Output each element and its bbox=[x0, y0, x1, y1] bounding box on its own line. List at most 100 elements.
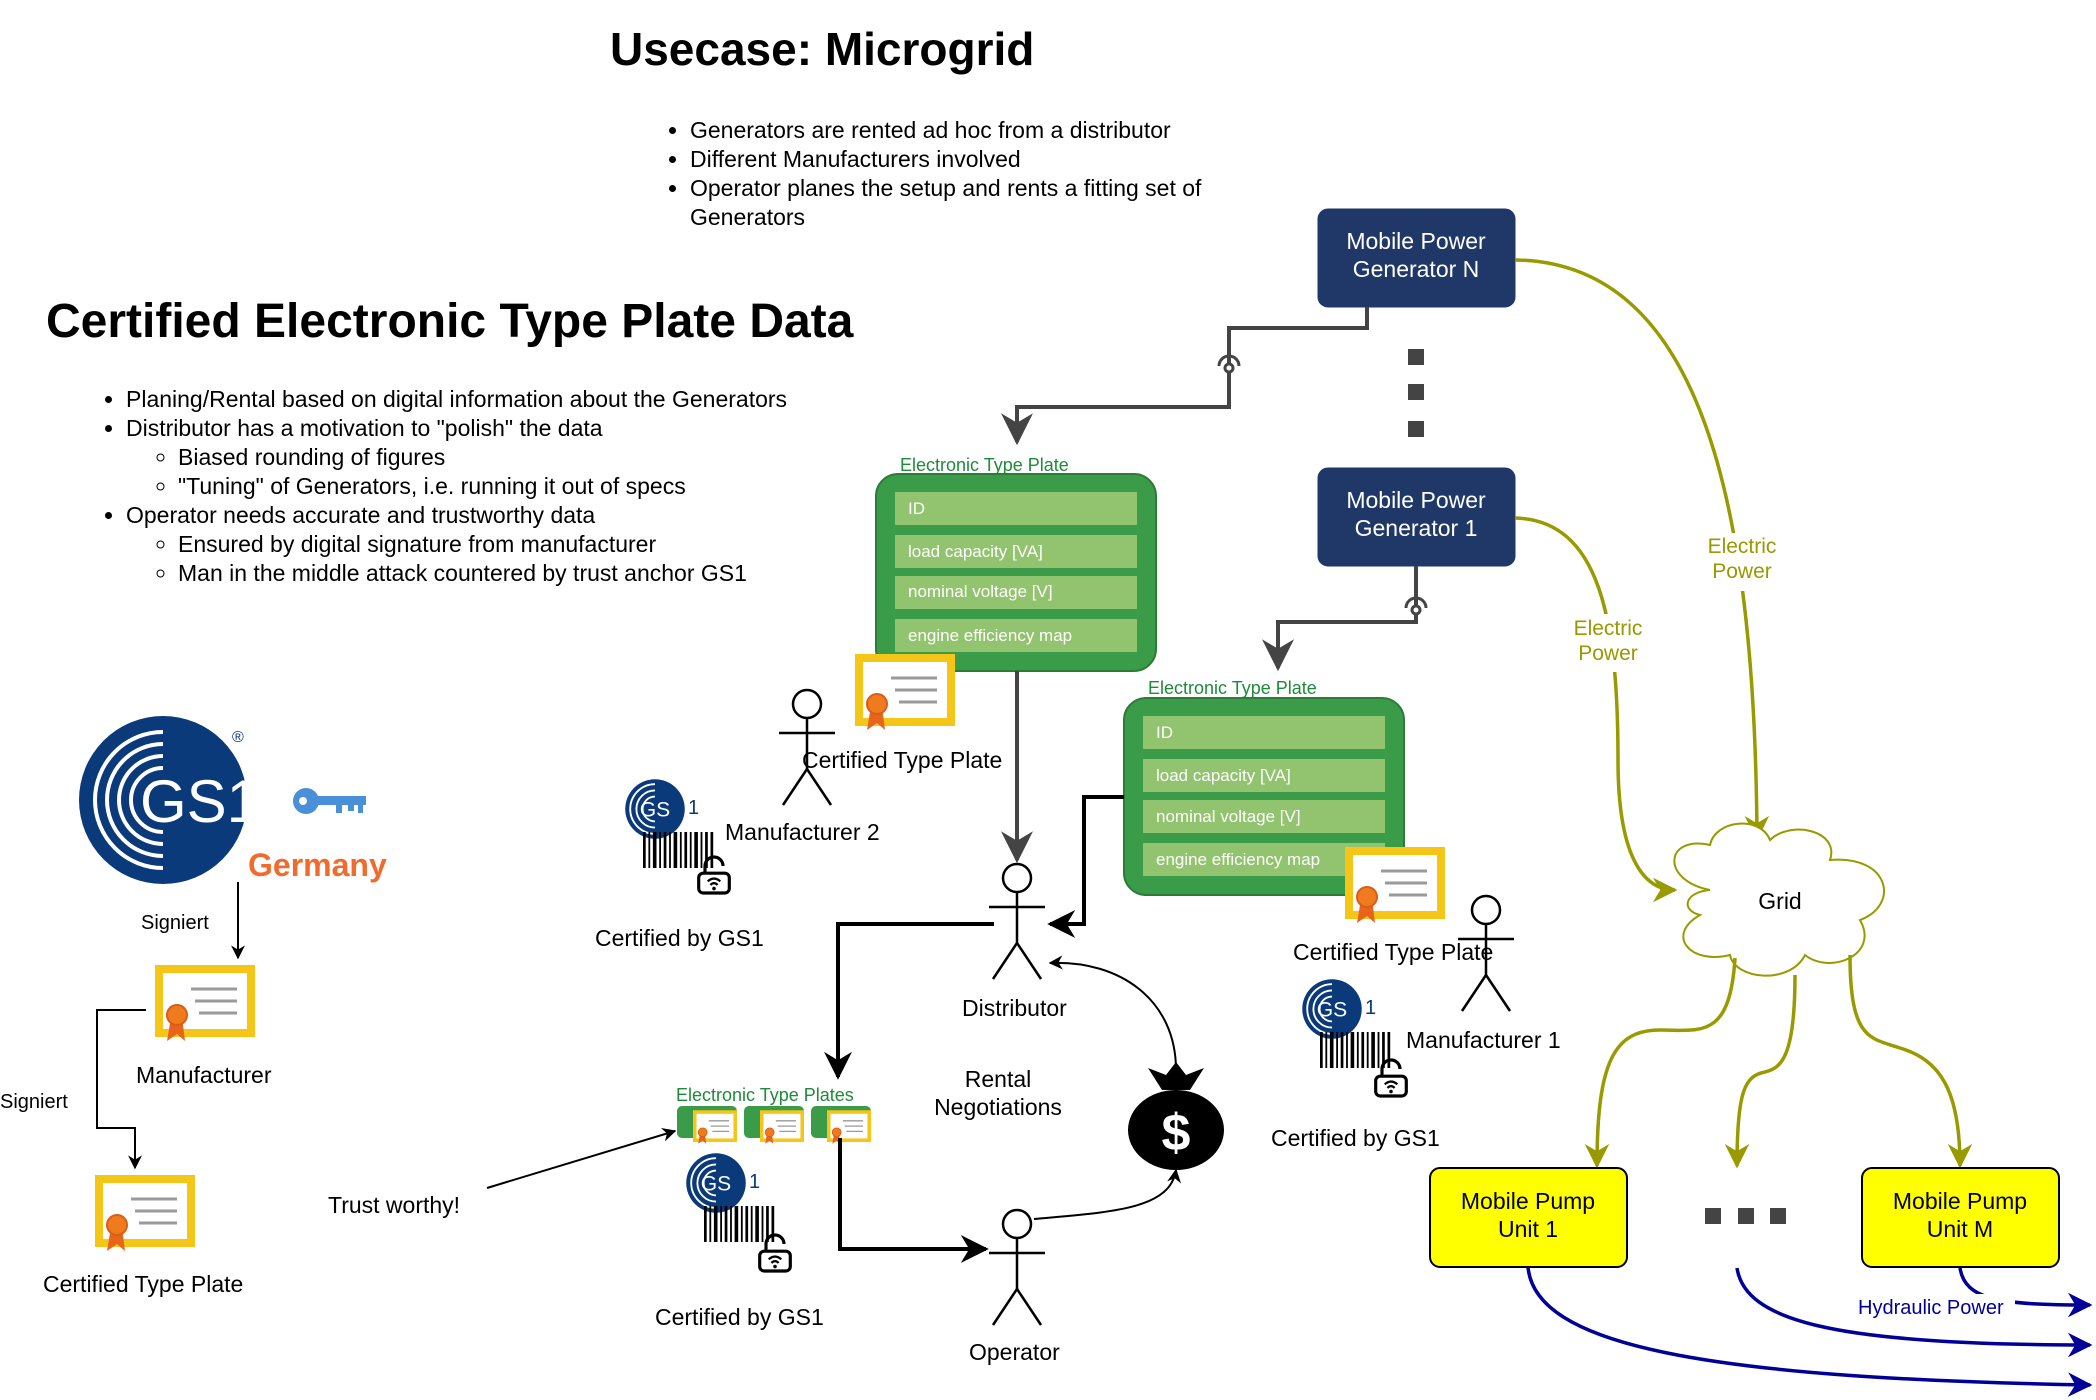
svg-text:Generator N: Generator N bbox=[1353, 256, 1480, 282]
operator-label: Operator bbox=[969, 1339, 1060, 1365]
distributor-label: Distributor bbox=[962, 995, 1067, 1021]
certified-by-gs1-label: Certified by GS1 bbox=[1271, 1125, 1440, 1151]
lock-icon bbox=[696, 855, 732, 895]
generator-ellipsis bbox=[1408, 349, 1424, 437]
interface-connector bbox=[1262, 566, 1418, 672]
certified-type-plate-label: Certified Type Plate bbox=[43, 1271, 243, 1297]
svg-text:Mobile Pump: Mobile Pump bbox=[1461, 1188, 1595, 1214]
svg-text:Mobile Power: Mobile Power bbox=[1346, 487, 1486, 513]
svg-text:®: ® bbox=[232, 729, 244, 746]
svg-text:Power: Power bbox=[1712, 560, 1772, 583]
plates-to-operator-arrow bbox=[838, 1138, 989, 1263]
section-sub-bullet: "Tuning" of Generators, i.e. running it … bbox=[178, 472, 926, 501]
section-bullet: Distributor has a motivation to "polish"… bbox=[126, 414, 926, 501]
svg-text:Unit 1: Unit 1 bbox=[1498, 1216, 1558, 1242]
svg-text:Negotiations: Negotiations bbox=[934, 1094, 1062, 1120]
hydraulic-power-label: Hydraulic Power bbox=[1858, 1297, 2004, 1319]
grid-to-pump-arrow bbox=[1848, 954, 1973, 1169]
pump-unit-m-box: Mobile Pump Unit M bbox=[1861, 1167, 2060, 1268]
barcode-icon bbox=[1320, 1032, 1391, 1068]
grid-label: Grid bbox=[1758, 888, 1801, 914]
grid-to-pump-arrow bbox=[1584, 957, 1737, 1169]
svg-text:1: 1 bbox=[749, 1171, 760, 1193]
svg-text:load capacity [VA]: load capacity [VA] bbox=[1156, 766, 1291, 785]
distributor-to-plates-arrow bbox=[824, 922, 994, 1080]
gs1-badge-icon bbox=[685, 1152, 747, 1214]
svg-text:ID: ID bbox=[1156, 723, 1173, 742]
certified-by-gs1-label: Certified by GS1 bbox=[595, 925, 764, 951]
barcode-icon bbox=[643, 832, 714, 868]
signiert-label: Signiert bbox=[0, 1091, 68, 1113]
usecase-title: Usecase: Microgrid bbox=[610, 23, 1035, 75]
grid-cloud: Grid bbox=[1673, 822, 1885, 977]
certified-by-gs1-label: Certified by GS1 bbox=[655, 1304, 824, 1330]
svg-text:nominal voltage [V]: nominal voltage [V] bbox=[908, 582, 1053, 601]
svg-text:Generator 1: Generator 1 bbox=[1355, 515, 1478, 541]
trust-worthy-label: Trust worthy! bbox=[328, 1192, 460, 1218]
usecase-bullets: Generators are rented ad hoc from a dist… bbox=[662, 116, 1290, 232]
money-bag-icon: $ bbox=[1128, 1062, 1224, 1170]
section-bullet: Planing/Rental based on digital informat… bbox=[126, 385, 926, 414]
rental-negotiations-label: Rental bbox=[965, 1066, 1031, 1092]
svg-text:engine efficiency map: engine efficiency map bbox=[908, 626, 1072, 645]
svg-text:$: $ bbox=[1162, 1104, 1191, 1162]
hydraulic-power-arrow bbox=[1526, 1266, 2093, 1397]
manufacturer-2-label: Manufacturer 2 bbox=[725, 819, 880, 845]
electric-power-arrow bbox=[1514, 258, 1770, 841]
usecase-bullet: Different Manufacturers involved bbox=[690, 145, 1290, 174]
svg-text:Mobile Power: Mobile Power bbox=[1346, 228, 1486, 254]
money-to-distributor-arrow bbox=[1048, 955, 1177, 1071]
hydraulic-power-arrow bbox=[1735, 1267, 2093, 1358]
certified-type-plate-label: Certified Type Plate bbox=[1293, 939, 1493, 965]
svg-text:engine efficiency map: engine efficiency map bbox=[1156, 850, 1320, 869]
section-bullet: Operator needs accurate and trustworthy … bbox=[126, 501, 926, 588]
certificate-icon bbox=[859, 658, 951, 730]
sign-arrow bbox=[96, 1009, 146, 1170]
electronic-type-plate-right: Electronic Type Plate ID load capacity [… bbox=[1123, 678, 1405, 896]
svg-text:Electronic Type Plates: Electronic Type Plates bbox=[676, 1085, 854, 1105]
electronic-type-plate-top: Electronic Type Plate ID load capacity [… bbox=[875, 455, 1157, 672]
certificate-icon bbox=[159, 969, 251, 1041]
electric-power-label: Electric bbox=[1574, 617, 1643, 640]
electric-power-arrow bbox=[1514, 516, 1678, 903]
usecase-bullet: Generators are rented ad hoc from a dist… bbox=[690, 116, 1290, 145]
svg-text:1: 1 bbox=[688, 797, 699, 819]
svg-text:Electronic Type Plate: Electronic Type Plate bbox=[1148, 678, 1317, 698]
grid-to-pump-arrow bbox=[1724, 974, 1797, 1169]
plate-to-distributor-arrow bbox=[1047, 795, 1124, 938]
gs1-logo-text: GS1 bbox=[140, 768, 260, 835]
gs1-badge-icon bbox=[624, 778, 686, 840]
interface-connector bbox=[1001, 307, 1369, 446]
section-title: Certified Electronic Type Plate Data bbox=[46, 295, 854, 348]
section-bullets: Planing/Rental based on digital informat… bbox=[98, 385, 926, 588]
operator-actor bbox=[987, 1208, 1047, 1327]
generator-1-box: Mobile Power Generator 1 bbox=[1317, 467, 1516, 567]
svg-text:1: 1 bbox=[1365, 997, 1376, 1019]
electric-power-label: Electric bbox=[1708, 535, 1777, 558]
generator-n-box: Mobile Power Generator N bbox=[1317, 208, 1516, 308]
svg-text:Unit M: Unit M bbox=[1927, 1216, 1993, 1242]
section-sub-bullet: Man in the middle attack countered by tr… bbox=[178, 559, 926, 588]
section-sub-bullet: Biased rounding of figures bbox=[178, 443, 926, 472]
usecase-bullet: Operator planes the setup and rents a fi… bbox=[690, 174, 1290, 232]
manufacturer-1-label: Manufacturer 1 bbox=[1406, 1027, 1561, 1053]
certificate-icon bbox=[99, 1179, 191, 1251]
key-icon bbox=[293, 788, 366, 814]
gs1-badge-icon bbox=[1301, 978, 1363, 1040]
barcode-icon bbox=[704, 1206, 775, 1242]
operator-to-money-arrow bbox=[1033, 1168, 1182, 1220]
gs1-germany-logo: GS1 ® Germany bbox=[79, 716, 387, 884]
svg-text:nominal voltage [V]: nominal voltage [V] bbox=[1156, 807, 1301, 826]
gs1-germany-label: Germany bbox=[248, 847, 387, 883]
lock-icon bbox=[1373, 1058, 1409, 1098]
svg-text:Electronic Type Plate: Electronic Type Plate bbox=[900, 455, 1069, 475]
svg-text:Power: Power bbox=[1578, 642, 1638, 665]
certificate-icon bbox=[1349, 851, 1441, 923]
svg-text:load capacity [VA]: load capacity [VA] bbox=[908, 542, 1043, 561]
pump-unit-1-box: Mobile Pump Unit 1 bbox=[1429, 1167, 1628, 1268]
signiert-label: Signiert bbox=[141, 912, 209, 934]
manufacturer-cert-label: Manufacturer bbox=[136, 1062, 272, 1088]
pump-ellipsis bbox=[1705, 1208, 1786, 1224]
